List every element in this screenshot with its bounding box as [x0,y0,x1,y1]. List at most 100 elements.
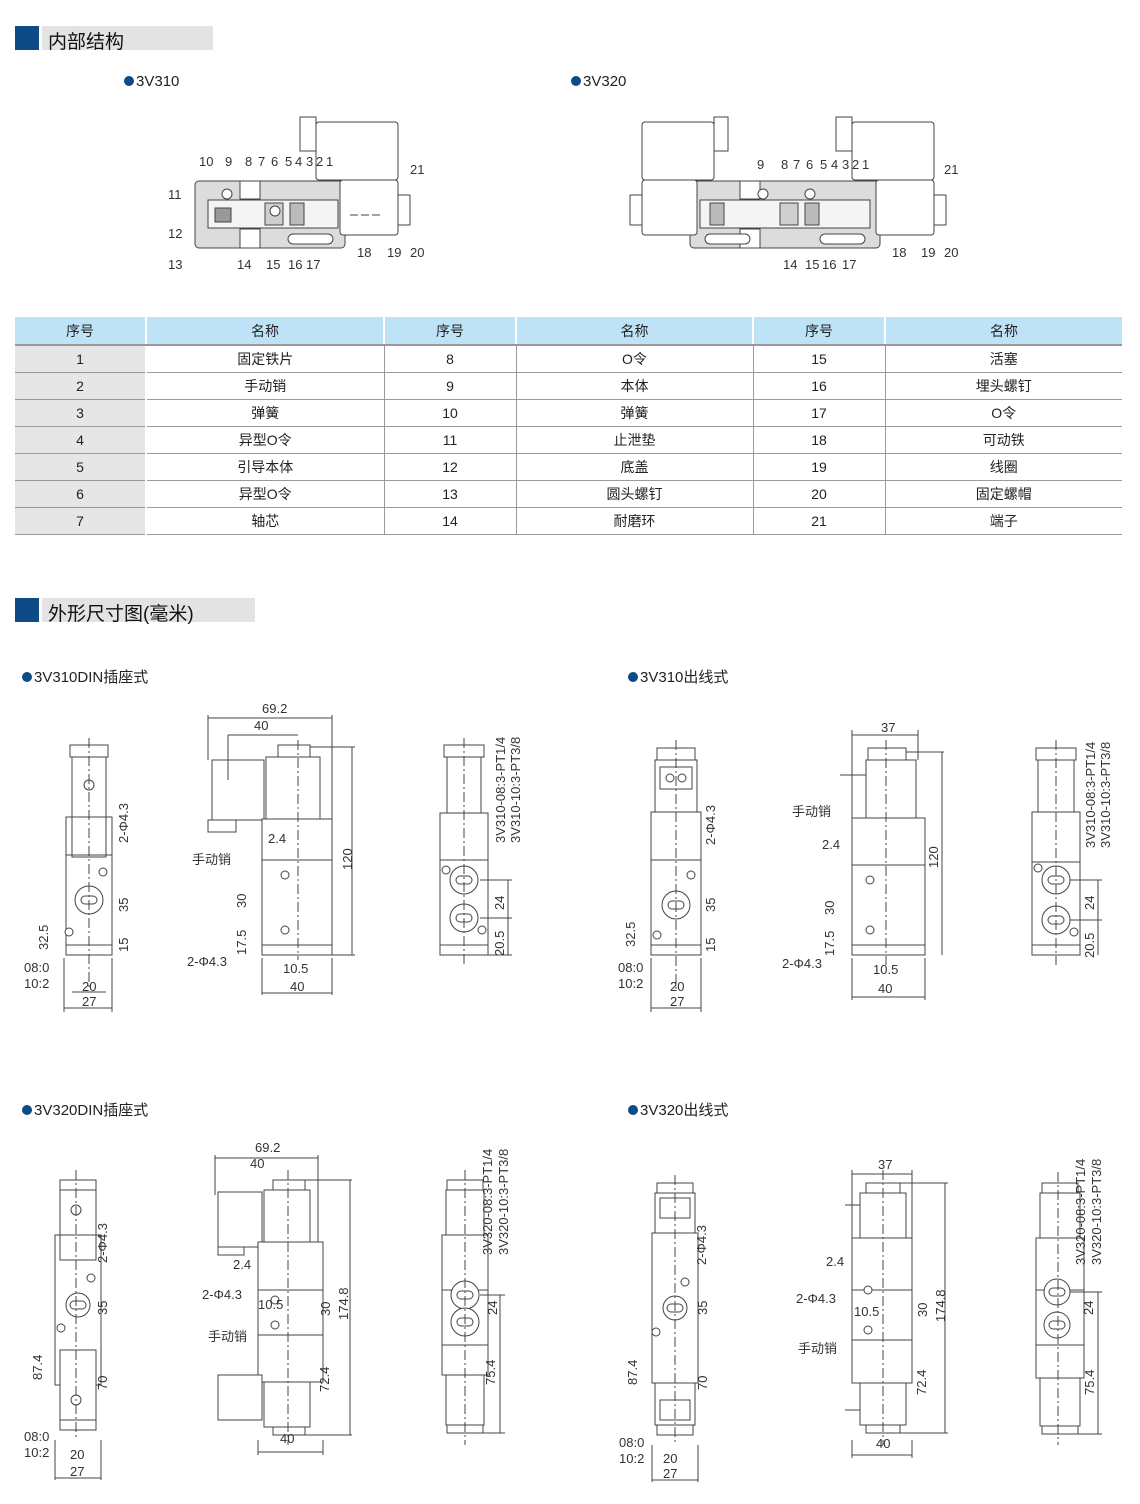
dimension-label: 87.4 [30,1354,45,1380]
dimension-label: 10:2 [24,1445,50,1460]
port-spec-label: 75.4 [1082,1369,1097,1395]
group-title-text: 3V310出线式 [640,669,729,686]
callout-number: 2 [852,157,860,172]
col-header-name: 名称 [145,317,384,346]
dimension-label: 17.5 [822,930,837,956]
part-name-cell: 端子 [884,507,1122,535]
callout-number: 9 [225,154,233,169]
part-number-cell: 13 [383,480,516,508]
dimension-label: 08:0 [24,1429,50,1444]
dimension-label: 2-Φ4.3 [116,802,131,843]
callout-number: 18 [357,245,372,260]
drawing-3v310-lead-end [1031,740,1102,965]
dimension-label: 10.5 [854,1304,880,1319]
dimension-label: 2-Φ4.3 [187,954,228,969]
view-title-3v310: 3V310 [124,73,179,90]
part-number-cell: 11 [383,426,516,454]
callout-number: 13 [168,257,183,272]
dimension-label: 35 [116,897,131,912]
dimension-label: 2-Φ4.3 [694,1224,709,1265]
group-title-text: 3V310DIN插座式 [34,669,149,686]
callout-number: 16 [288,257,303,272]
part-name-cell: O令 [884,399,1122,427]
dimension-label: 30 [318,1301,333,1316]
dimension-label: 35 [695,1300,710,1315]
part-number-cell: 9 [383,372,516,400]
drawing-3v320din-end [441,1170,505,1445]
drawing-3v320-lead-side [845,1170,948,1458]
part-number-cell: 21 [752,507,885,535]
dimension-label: 20 [670,979,685,994]
dimension-label: 2.4 [268,831,287,846]
dimension-label: 2-Φ4.3 [703,804,718,845]
dimension-label: 2-Φ4.3 [796,1291,837,1306]
dimension-label: 120 [340,848,355,870]
part-name-cell: 耐磨环 [515,507,753,535]
dimension-label: 2-Φ4.3 [782,956,823,971]
port-spec-label: 24 [485,1300,500,1315]
part-number-cell: 6 [15,480,147,508]
dimension-label: 120 [926,846,941,868]
dimension-label: 40 [290,979,305,994]
callout-number: 5 [820,157,828,172]
port-spec-label: 3V310-10:3-PT3/8 [1098,741,1113,848]
bullet-icon [571,76,581,86]
dimension-label: 手动销 [792,804,832,819]
part-number-cell: 18 [752,426,885,454]
part-name-cell: 本体 [515,372,753,400]
dimension-label: 20 [663,1451,678,1466]
section-marker [15,598,39,622]
dimension-label: 手动销 [798,1341,838,1356]
group-title-text: 3V320DIN插座式 [34,1102,149,1119]
callout-number: 10 [199,154,214,169]
callout-number: 16 [822,257,837,272]
dimension-label: 2.4 [822,837,841,852]
dimension-label: 10.5 [283,961,309,976]
part-number-cell: 1 [15,345,147,373]
callout-number: 3 [842,157,850,172]
dimension-label: 10:2 [618,976,644,991]
part-name-cell: 轴芯 [145,507,384,535]
callout-number: 21 [944,162,959,177]
callout-number: 6 [806,157,814,172]
dimension-label: 70 [695,1375,710,1390]
dimension-label: 32.5 [623,921,638,947]
part-name-cell: 固定铁片 [145,345,384,373]
part-name-cell: 异型O令 [145,426,384,454]
drawing-3v310-lead-front [650,740,702,1012]
part-number-cell: 4 [15,426,147,454]
callout-number: 21 [410,162,425,177]
dimension-label: 30 [822,900,837,915]
bullet-icon [628,1105,638,1115]
part-name-cell: 弹簧 [145,399,384,427]
callout-number: 1 [326,154,334,169]
part-number-cell: 10 [383,399,516,427]
callout-number: 6 [271,154,279,169]
dimension-label: 2-Φ4.3 [202,1287,243,1302]
port-spec-label: 24 [1081,1300,1096,1315]
dimension-label: 15 [116,937,131,952]
dimension-label: 17.5 [234,929,249,955]
dimension-label: 27 [670,994,685,1009]
callout-number: 17 [306,257,321,272]
group-title-text: 3V320出线式 [640,1102,729,1119]
part-name-cell: 异型O令 [145,480,384,508]
dimension-label: 40 [876,1436,891,1451]
col-header-no: 序号 [383,317,516,346]
port-spec-label: 20.5 [492,930,507,956]
dimension-label: 174.8 [336,1287,351,1320]
callout-number: 7 [793,157,801,172]
part-name-cell: 止泄垫 [515,426,753,454]
dimension-label: 70 [95,1375,110,1390]
part-number-cell: 16 [752,372,885,400]
part-name-cell: 底盖 [515,453,753,481]
callout-number: 4 [831,157,839,172]
callout-number: 19 [387,245,402,260]
